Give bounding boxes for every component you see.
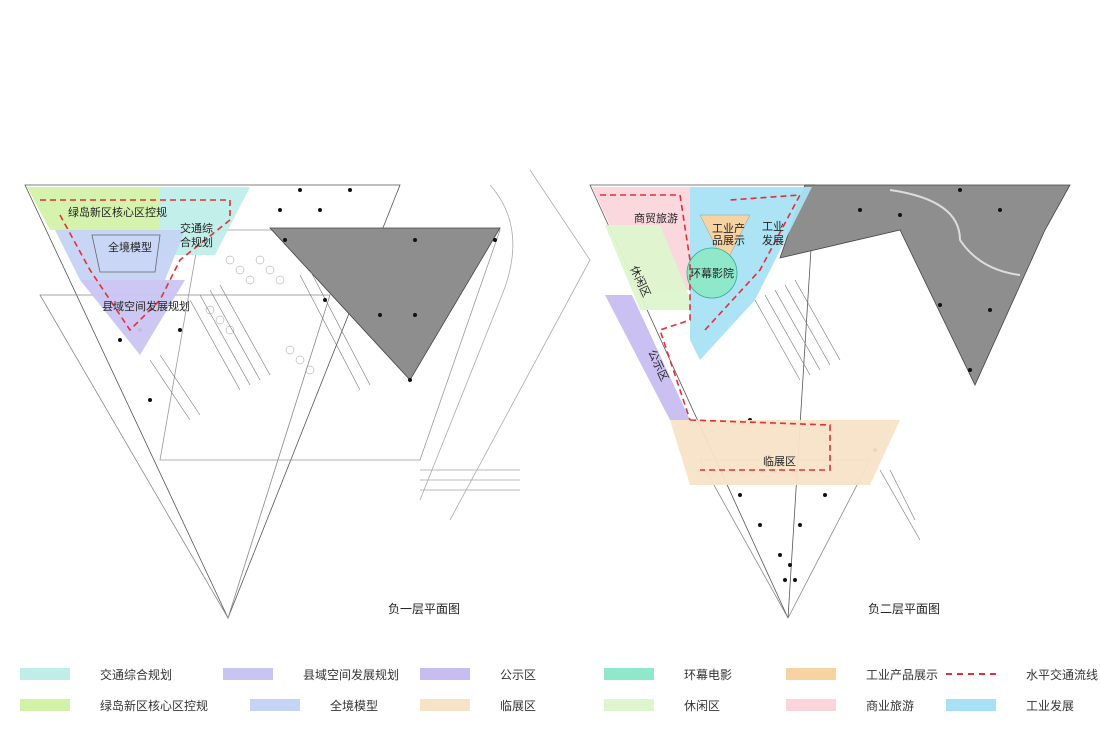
legend-label-traffic: 交通综合规划 (100, 667, 173, 682)
zone-b2-leisure (605, 225, 695, 310)
plan-b1-road-2 (449, 169, 591, 521)
legend-label-leisure: 休闲区 (684, 698, 721, 713)
legend-item-industry-product: 工业产品展示 (786, 665, 938, 683)
zone-b2-industry-product (699, 214, 751, 266)
legend-item-notice: 公示区 (420, 665, 536, 683)
plan-b2-parking-ramp (889, 189, 1021, 276)
legend-item-traffic: 交通综合规划 (20, 665, 172, 683)
zone-b2-label-temp-exhibition: 临展区 (763, 454, 796, 468)
zone-b1-label-model: 全境模型 (108, 240, 152, 254)
legend-swatch-traffic (20, 668, 70, 680)
legend-item-county: 县域空间发展规划 (223, 665, 399, 683)
legend-swatch-temp-exhibition (420, 699, 470, 711)
legend-label-industry-product: 工业产品展示 (866, 667, 939, 682)
legend-swatch-circulation (946, 673, 996, 675)
plan-b1: 绿岛新区核心区控规 交通综 合规划 全境模型 县域空间发展规划 负一层平面图 (24, 169, 591, 620)
legend-swatch-county (223, 668, 273, 680)
zone-b1-label-core: 绿岛新区核心区控规 (68, 205, 167, 219)
zone-b2-label-industry-l1: 工业 (762, 220, 784, 233)
legend-item-industry: 工业发展 (946, 696, 1074, 714)
legend-item-model: 全境模型 (250, 696, 378, 714)
plan-b2: 商贸旅游 工业产 品展示 工业 发展 环幕影院 休闲区 公示区 临展区 负二层平… (589, 184, 1071, 619)
plan-b1-dark-block (269, 227, 501, 381)
legend-swatch-model (250, 699, 300, 711)
legend-item-core: 绿岛新区核心区控规 (20, 696, 208, 714)
legend-swatch-core (20, 699, 70, 711)
legend-swatch-leisure (604, 699, 654, 711)
legend-swatch-commerce (786, 699, 836, 711)
legend-label-core: 绿岛新区核心区控规 (100, 698, 209, 713)
legend-item-commerce: 商业旅游 (786, 696, 914, 714)
zone-b1-traffic (160, 187, 250, 255)
plan-b2-stairs (754, 279, 921, 541)
legend-label-circulation: 水平交通流线 (1026, 667, 1099, 682)
legend-label-cinema: 环幕电影 (684, 667, 733, 682)
zone-b2-notice (605, 295, 690, 420)
legend-label-county: 县域空间发展规划 (303, 667, 400, 682)
zone-b2-cinema (686, 247, 738, 299)
zone-b1-label-traffic-l1: 交通综 (180, 221, 213, 235)
plan-b1-seating (205, 255, 315, 375)
legend-swatch-industry-product (786, 668, 836, 680)
b1-circulation-line (40, 199, 231, 332)
plan-b2-outline (589, 184, 816, 619)
zone-b2-label-industry-product-l2: 品展示 (712, 234, 745, 247)
legend-swatch-notice (420, 668, 470, 680)
legend-swatch-cinema (604, 668, 654, 680)
legend-label-industry: 工业发展 (1026, 698, 1075, 713)
plan-b1-outline (24, 184, 401, 620)
plan-b1-title: 负一层平面图 (388, 602, 460, 616)
zone-b2-label-industry-product-l1: 工业产 (712, 221, 745, 235)
legend-item-cinema: 环幕电影 (604, 665, 732, 683)
zone-b2-label-industry-l2: 发展 (762, 233, 784, 247)
zone-b1-label-traffic-l2: 合规划 (180, 235, 213, 249)
zone-b2-temp-exhibition (670, 420, 900, 485)
legend-label-commerce: 商业旅游 (866, 698, 915, 713)
legend-item-temp-exhibition: 临展区 (420, 696, 536, 714)
plan-b1-road (419, 184, 514, 501)
zone-b1-county (80, 280, 185, 355)
legend-item-leisure: 休闲区 (604, 696, 720, 714)
legend-label-notice: 公示区 (500, 667, 537, 682)
zone-b2-label-industry-product: 工业产 品展示 (712, 221, 749, 247)
zone-b2-label-industry: 工业 发展 (762, 220, 788, 247)
zone-b2-label-commerce: 商贸旅游 (634, 211, 678, 225)
zone-b1-core-control (27, 187, 160, 230)
legend-swatch-industry (946, 699, 996, 711)
zone-b1-label-traffic: 交通综 合规划 (180, 221, 217, 249)
legend-label-model: 全境模型 (330, 698, 379, 713)
legend: 交通综合规划 县域空间发展规划 公示区 环幕电影 工业产品展示 水平交通流线 绿… (0, 660, 1100, 720)
zone-b2-label-cinema: 环幕影院 (690, 266, 734, 280)
plan-b2-title: 负二层平面图 (868, 602, 940, 616)
model-shape (91, 234, 161, 273)
b2-circulation-line (600, 194, 831, 471)
legend-item-circulation: 水平交通流线 (946, 665, 1098, 683)
plan-b1-lower-triangle (39, 294, 331, 619)
zone-b1-label-county: 县域空间发展规划 (102, 299, 190, 313)
plan-b2-parking (779, 184, 1071, 386)
legend-label-temp-exhibition: 临展区 (500, 698, 537, 713)
plan-b1-stairs (149, 269, 520, 491)
